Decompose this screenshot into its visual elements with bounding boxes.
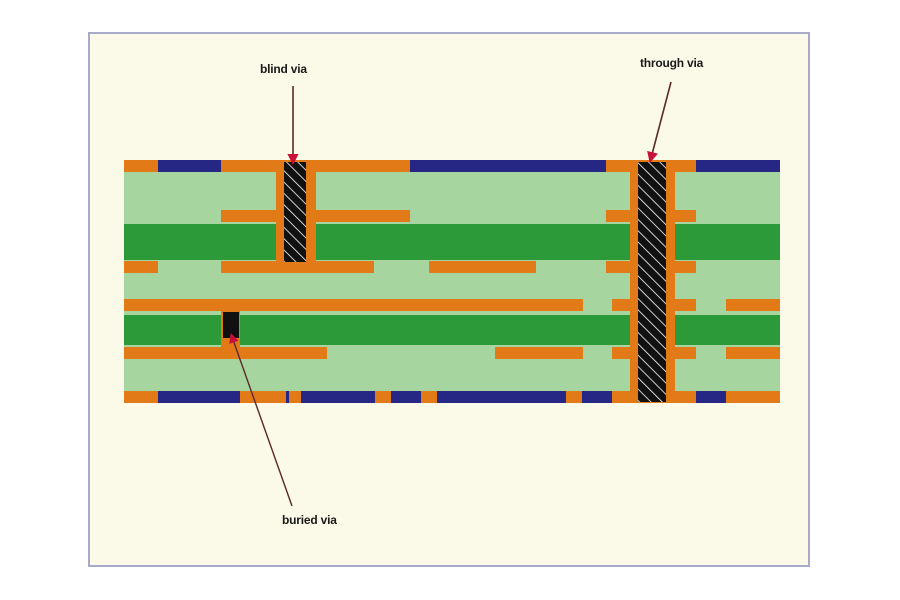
diagram-frame: blind via through via buried via (88, 32, 810, 567)
inner-copper (240, 347, 327, 359)
inner-copper (124, 299, 221, 311)
blind-via-label: blind via (260, 62, 307, 76)
inner-copper (726, 299, 780, 311)
dielectric-layer (124, 161, 780, 403)
bottom-copper-pad (240, 391, 286, 403)
inner-copper (240, 299, 583, 311)
bottom-copper-pad (375, 391, 391, 403)
inner-copper (429, 261, 536, 273)
buried-via (223, 312, 239, 338)
buried-via-label: buried via (282, 513, 337, 527)
through-via-label: through via (640, 56, 704, 70)
bottom-copper-pad (421, 391, 437, 403)
inner-copper (124, 347, 221, 359)
inner-core-upper (124, 224, 780, 260)
pcb-cross-section (124, 81, 780, 507)
bottom-copper-pad (289, 391, 301, 403)
buried-via-arrow (229, 333, 293, 507)
bottom-copper-pad (124, 391, 158, 403)
inner-copper (124, 261, 158, 273)
top-copper-pad (124, 160, 158, 172)
inner-copper (726, 347, 780, 359)
inner-copper (495, 347, 583, 359)
through-via-arrow (647, 81, 672, 164)
blind-via (284, 162, 306, 262)
through-via (638, 162, 666, 402)
bottom-copper-pad (566, 391, 582, 403)
bottom-copper-pad (726, 391, 780, 403)
